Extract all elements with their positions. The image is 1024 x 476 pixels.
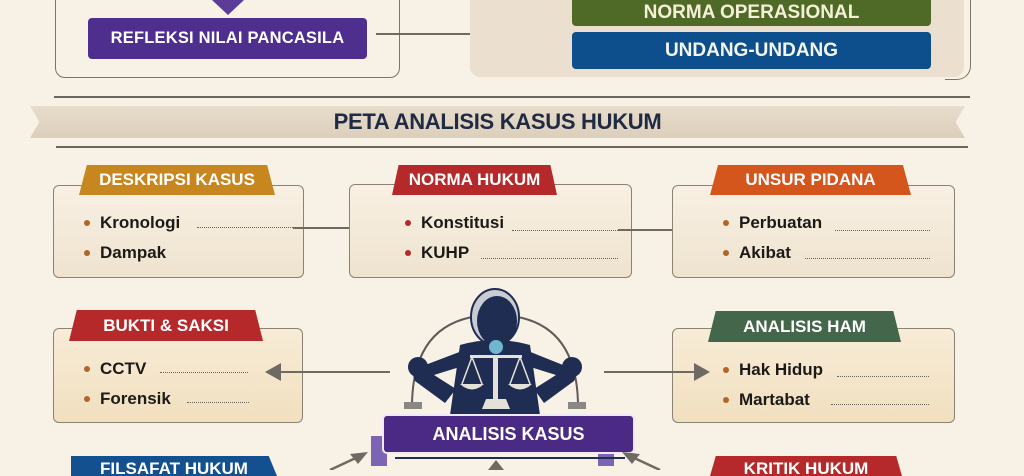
card-norma-hukum [349, 184, 632, 278]
bullet-icon [405, 220, 411, 226]
tab-label: FILSAFAT HUKUM [100, 459, 248, 476]
connector-line [293, 227, 377, 229]
tab-kritik-hukum: KRITIK HUKUM [710, 456, 902, 476]
list-item: CCTV [84, 359, 146, 379]
divider-top [54, 96, 970, 98]
list-item: KUHP [405, 243, 469, 263]
list-item: Kronologi [84, 213, 180, 233]
list-item: Perbuatan [723, 213, 822, 233]
list-item: Hak Hidup [723, 360, 823, 380]
page-title: PETA ANALISIS KASUS HUKUM [333, 109, 662, 134]
item-label: Martabat [739, 390, 810, 409]
item-label: Konstitusi [421, 213, 505, 232]
connector-line [280, 371, 390, 373]
divider-bottom [56, 146, 968, 148]
norma-operasional-box: NORMA OPERASIONAL [572, 0, 931, 26]
undang-undang-box: UNDANG-UNDANG [572, 32, 931, 69]
tab-deskripsi-kasus: DESKRIPSI KASUS [79, 165, 275, 195]
bullet-icon [723, 367, 729, 373]
tab-analisis-ham: ANALISIS HAM [708, 311, 901, 342]
list-item: Forensik [84, 389, 171, 409]
dotted-leader [481, 258, 618, 259]
analisis-kasus-label: ANALISIS KASUS [432, 423, 585, 444]
connector-line [618, 229, 700, 231]
list-item: Konstitusi [405, 213, 504, 233]
list-item: Martabat [723, 390, 810, 410]
list-item: Dampak [84, 243, 166, 263]
bullet-icon [84, 396, 90, 402]
bullet-icon [405, 250, 411, 256]
dotted-leader [837, 376, 929, 377]
tab-label: UNSUR PIDANA [745, 170, 876, 189]
underline [395, 457, 625, 459]
tab-label: DESKRIPSI KASUS [99, 170, 255, 189]
item-label: Dampak [100, 243, 167, 262]
item-label: Kronologi [100, 213, 181, 232]
dotted-leader [512, 230, 618, 231]
down-triangle-icon [212, 0, 244, 15]
top-right-panel-outline [945, 0, 971, 80]
dotted-leader [831, 404, 929, 405]
arrow-left-icon [265, 363, 281, 381]
connector-line [376, 33, 494, 35]
judge-with-scales-icon [404, 288, 586, 415]
tab-label: BUKTI & SAKSI [103, 315, 229, 335]
item-label: Perbuatan [739, 213, 823, 232]
undang-undang-label: UNDANG-UNDANG [664, 39, 839, 61]
item-label: Hak Hidup [739, 360, 824, 379]
item-label: KUHP [421, 243, 470, 262]
bullet-icon [723, 250, 729, 256]
tab-norma-hukum: NORMA HUKUM [392, 165, 557, 195]
bullet-icon [84, 250, 90, 256]
arrow-right-icon [694, 363, 710, 381]
item-label: CCTV [100, 359, 147, 378]
dotted-leader [160, 372, 248, 373]
bullet-icon [84, 366, 90, 372]
connector-line [604, 371, 696, 373]
dotted-leader [805, 258, 930, 259]
tab-unsur-pidana: UNSUR PIDANA [710, 165, 911, 195]
refleksi-nilai-pancasila-box: REFLEKSI NILAI PANCASILA [88, 18, 367, 59]
tab-bukti-saksi: BUKTI & SAKSI [69, 310, 263, 341]
dotted-leader [835, 230, 930, 231]
title-ribbon: PETA ANALISIS KASUS HUKUM [30, 106, 965, 138]
item-label: Forensik [100, 389, 171, 408]
card-deskripsi-kasus [53, 185, 304, 278]
tab-label: ANALISIS HAM [743, 316, 866, 336]
norma-operasional-label: NORMA OPERASIONAL [643, 2, 860, 23]
bullet-icon [723, 220, 729, 226]
analisis-kasus-box: ANALISIS KASUS [382, 414, 635, 454]
bullet-icon [84, 220, 90, 226]
dotted-leader [197, 227, 293, 228]
bullet-icon [723, 397, 729, 403]
tab-label: NORMA HUKUM [408, 170, 541, 189]
bottom-arrows [329, 452, 661, 470]
card-bukti-saksi [53, 328, 303, 423]
list-item: Akibat [723, 243, 791, 263]
item-label: Akibat [739, 243, 791, 262]
tab-filsafat-hukum: FILSAFAT HUKUM [71, 456, 277, 476]
dotted-leader [187, 402, 249, 403]
refleksi-label: REFLEKSI NILAI PANCASILA [110, 29, 345, 47]
tab-label: KRITIK HUKUM [743, 459, 869, 476]
